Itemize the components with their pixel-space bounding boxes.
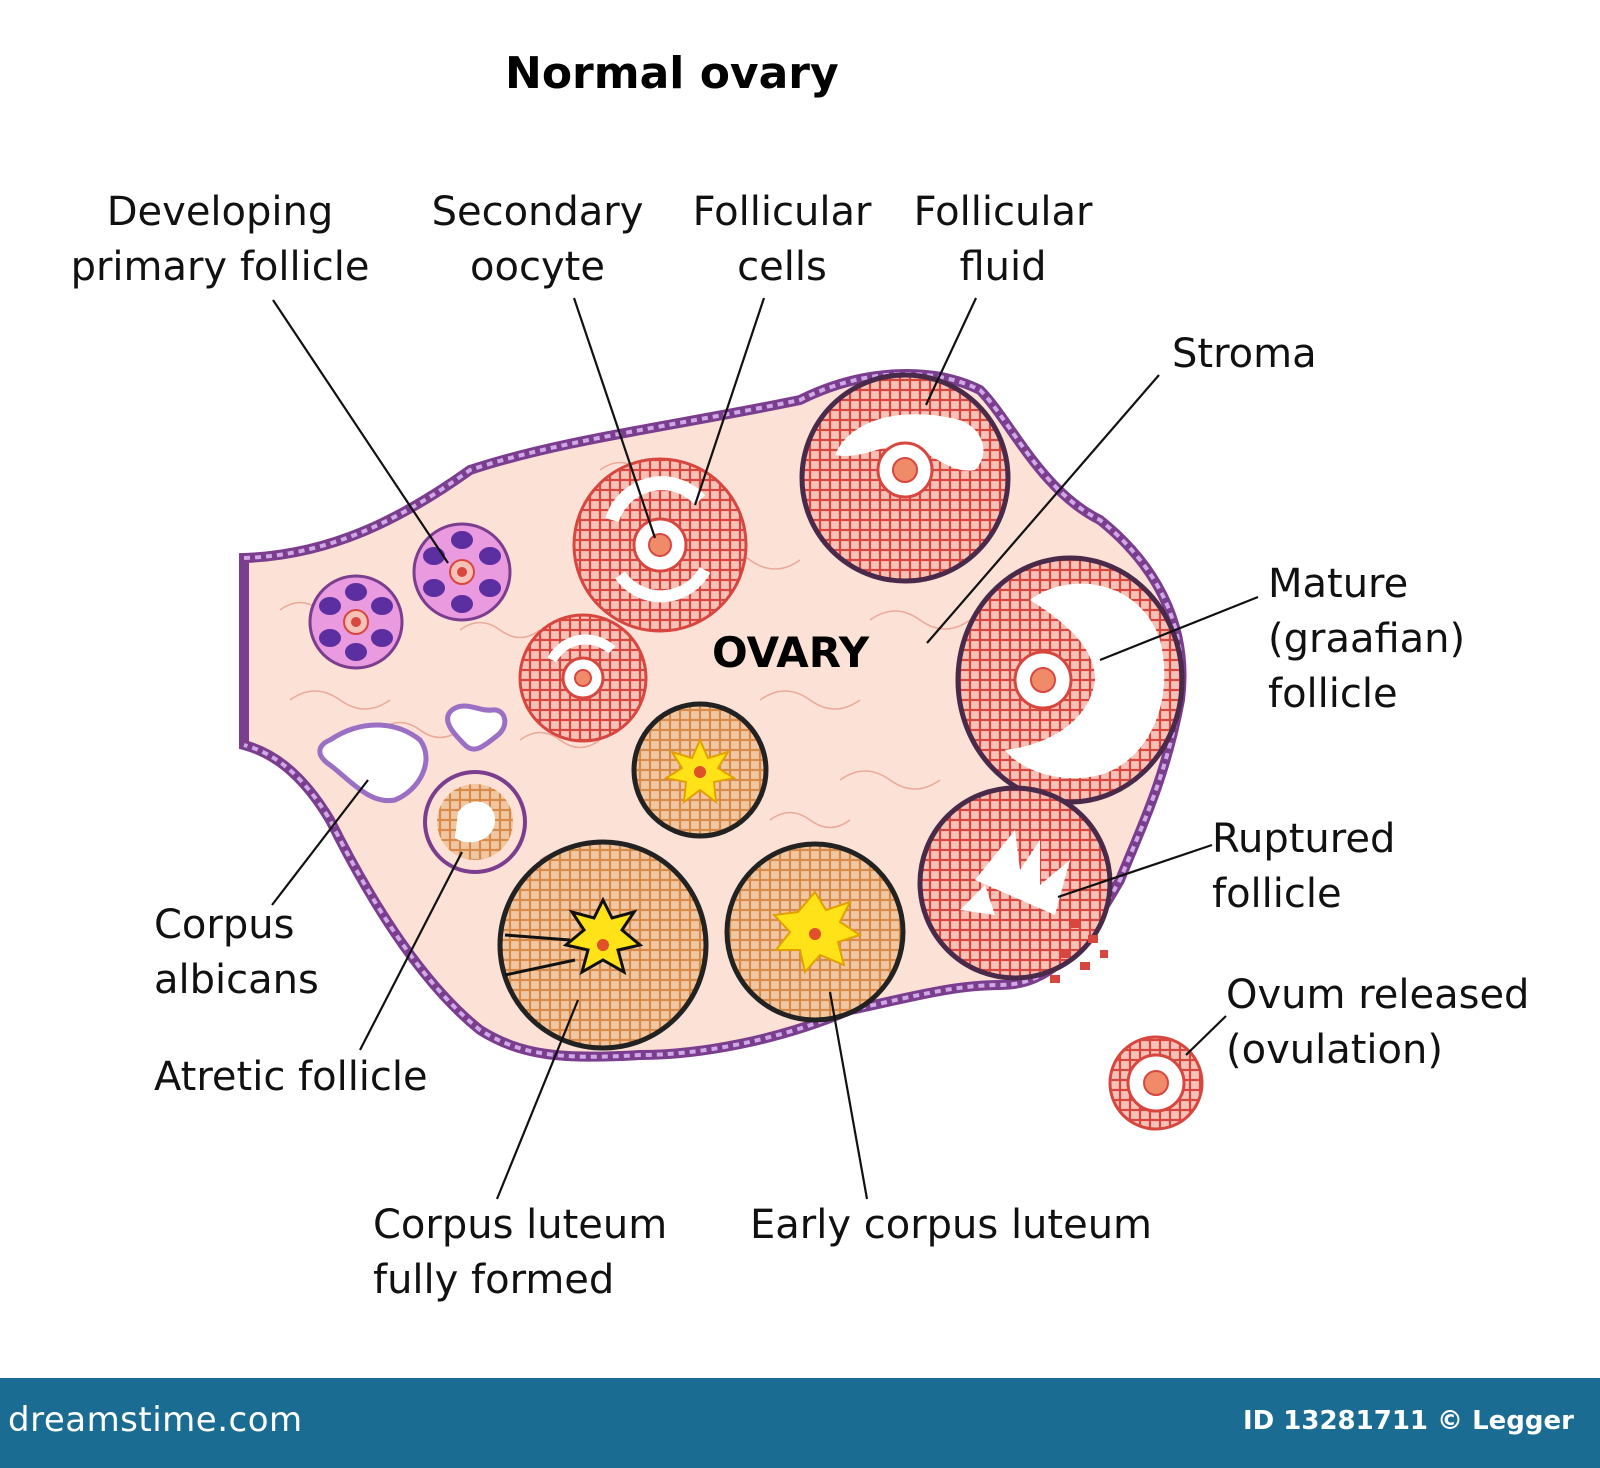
label-line: follicle — [1268, 671, 1398, 717]
label-ovum-released: Ovum released (ovulation) — [1226, 968, 1529, 1078]
label-line: Mature — [1268, 561, 1409, 607]
label-line: Corpus luteum — [373, 1202, 668, 1248]
label-developing-primary-follicle: Developing primary follicle — [70, 185, 370, 295]
footer-credit: ID 13281711 © Legger — [1242, 1406, 1574, 1436]
label-line: Ruptured — [1212, 816, 1396, 862]
secondary-follicle-small — [518, 613, 648, 743]
label-line: Atretic follicle — [154, 1054, 428, 1100]
footer-bar: dreamstime.com ID 13281711 © Legger — [0, 1378, 1600, 1468]
graafian-follicle — [955, 555, 1185, 805]
label-line: oocyte — [470, 244, 605, 290]
label-line: Stroma — [1172, 331, 1317, 377]
label-ruptured-follicle: Ruptured follicle — [1212, 812, 1395, 922]
label-line: primary follicle — [70, 244, 370, 290]
secondary-follicle — [572, 457, 748, 633]
label-line: fully formed — [373, 1257, 615, 1303]
label-line: Follicular — [913, 189, 1093, 235]
leader-lines — [271, 297, 1259, 1200]
corpus-luteum-small — [631, 701, 769, 839]
label-line: Corpus — [154, 902, 295, 948]
label-corpus-luteum-full: Corpus luteum fully formed — [373, 1198, 667, 1308]
label-line: (graafian) — [1268, 616, 1466, 662]
label-mature-follicle: Mature (graafian) follicle — [1268, 557, 1465, 722]
vesicular-follicle — [799, 372, 1011, 584]
diagram-title: Normal ovary — [505, 48, 839, 99]
primary-follicle-1 — [308, 574, 404, 670]
label-line: fluid — [959, 244, 1047, 290]
label-line: follicle — [1212, 871, 1342, 917]
label-follicular-cells: Follicular cells — [682, 185, 882, 295]
label-atretic-follicle: Atretic follicle — [154, 1050, 428, 1105]
label-line: Follicular — [692, 189, 872, 235]
atretic-follicle — [423, 770, 527, 874]
label-line: Secondary — [431, 189, 644, 235]
footer-brand[interactable]: dreamstime.com — [8, 1400, 303, 1440]
released-ovum — [1108, 1035, 1204, 1131]
ovary-diagram — [239, 297, 1259, 1200]
label-early-corpus-luteum: Early corpus luteum — [750, 1198, 1152, 1253]
primary-follicle-2 — [412, 522, 512, 622]
label-line: Developing — [106, 189, 334, 235]
label-secondary-oocyte: Secondary oocyte — [425, 185, 650, 295]
label-stroma: Stroma — [1172, 327, 1317, 382]
early-corpus-luteum — [724, 841, 906, 1023]
ruptured-follicle — [917, 785, 1113, 983]
label-line: cells — [737, 244, 827, 290]
label-line: Early corpus luteum — [750, 1202, 1153, 1248]
label-line: Ovum released — [1226, 972, 1530, 1018]
ovary-center-label: OVARY — [712, 628, 870, 677]
corpus-albicans — [317, 703, 508, 804]
label-follicular-fluid: Follicular fluid — [903, 185, 1103, 295]
corpus-luteum-full — [497, 839, 709, 1051]
label-line: albicans — [154, 957, 319, 1003]
label-line: (ovulation) — [1226, 1027, 1443, 1073]
label-corpus-albicans: Corpus albicans — [154, 898, 319, 1008]
